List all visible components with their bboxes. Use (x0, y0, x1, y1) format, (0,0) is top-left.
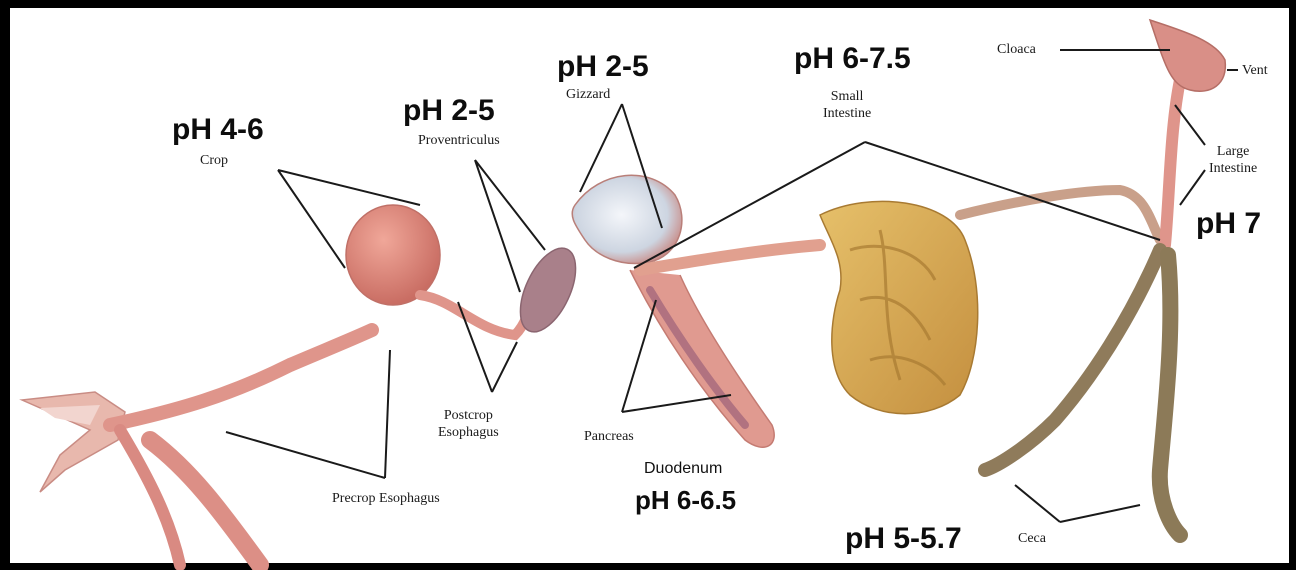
ph-duodenum-label: pH 6-6.5 (635, 485, 736, 515)
postcrop-label-line1: Postcrop (438, 407, 499, 424)
ph-large-intestine-label: pH 7 (1196, 207, 1261, 241)
vent-label: Vent (1242, 62, 1268, 79)
small-intestine-label: Small Intestine (823, 88, 871, 122)
large-intestine-label: Large Intestine (1209, 143, 1257, 177)
cloaca-label: Cloaca (997, 41, 1036, 58)
precrop-esophagus-label: Precrop Esophagus (332, 490, 440, 507)
crop-label: Crop (200, 152, 228, 169)
small-intestine-label-line1: Small (823, 88, 871, 105)
pancreas-label: Pancreas (584, 428, 634, 445)
crop-organ (346, 205, 440, 305)
ph-crop-label: pH 4-6 (172, 113, 264, 147)
gizzard-label: Gizzard (566, 86, 610, 103)
proventriculus-label: Proventriculus (418, 132, 500, 149)
small-intestine-label-line2: Intestine (823, 105, 871, 122)
ph-gizzard-label: pH 2-5 (557, 50, 649, 84)
large-intestine-label-line1: Large (1209, 143, 1257, 160)
postcrop-label-line2: Esophagus (438, 424, 499, 441)
large-intestine-label-line2: Intestine (1209, 160, 1257, 177)
postcrop-esophagus-label: Postcrop Esophagus (438, 407, 499, 441)
ceca-label: Ceca (1018, 530, 1046, 547)
duodenum-label: Duodenum (644, 460, 722, 478)
ph-proventriculus-label: pH 2-5 (403, 94, 495, 128)
ph-small-intestine-label: pH 6-7.5 (794, 42, 911, 76)
small-intestine-coil (820, 201, 978, 413)
ph-ceca-label: pH 5-5.7 (845, 522, 962, 556)
